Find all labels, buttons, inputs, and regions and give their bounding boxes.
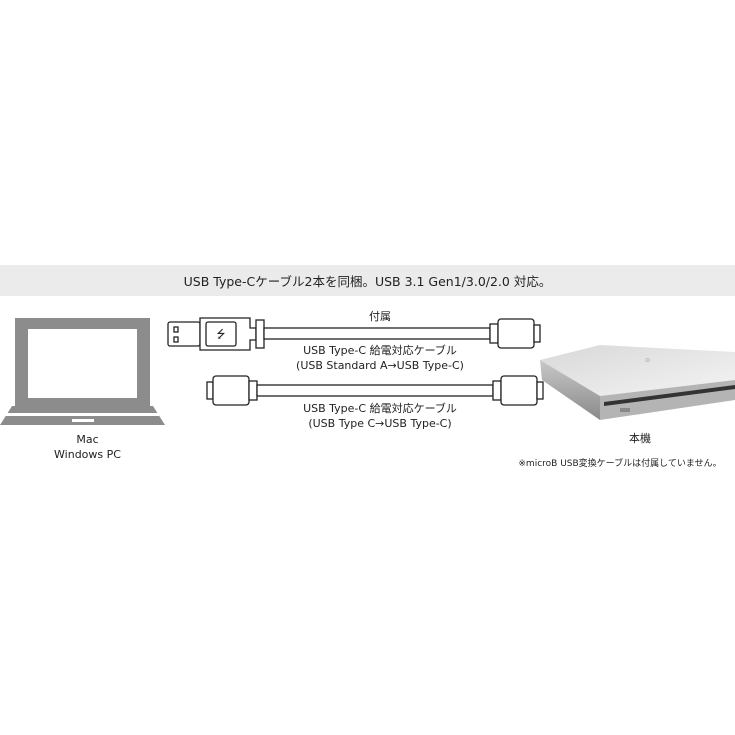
- computer-label-mac: Mac: [76, 433, 99, 446]
- svg-text:⊙: ⊙: [645, 357, 650, 364]
- optical-drive-device: ⊙: [540, 345, 735, 420]
- usb-a-to-c-cable-icon: ⭍: [167, 317, 541, 351]
- banner-text: USB Type-Cケーブル2本を同梱。USB 3.1 Gen1/3.0/2.0…: [183, 274, 552, 289]
- cable1-name: USB Type-C 給電対応ケーブル: [303, 344, 457, 357]
- included-label: 付属: [369, 310, 391, 323]
- header-banner: USB Type-Cケーブル2本を同梱。USB 3.1 Gen1/3.0/2.0…: [0, 265, 735, 296]
- device-note: ※microB USB変換ケーブルは付属していません。: [518, 459, 722, 469]
- svg-text:⭍: ⭍: [216, 328, 225, 341]
- cable2-name: USB Type-C 給電対応ケーブル: [303, 402, 457, 415]
- usb-c-to-c-cable-icon: [206, 375, 544, 406]
- device-label: 本機: [629, 432, 651, 445]
- cable1-spec: (USB Standard A→USB Type-C): [296, 359, 464, 372]
- laptop-icon: [0, 318, 165, 425]
- computer-label-windows: Windows PC: [54, 448, 121, 461]
- cable2-spec: (USB Type C→USB Type-C): [308, 417, 452, 430]
